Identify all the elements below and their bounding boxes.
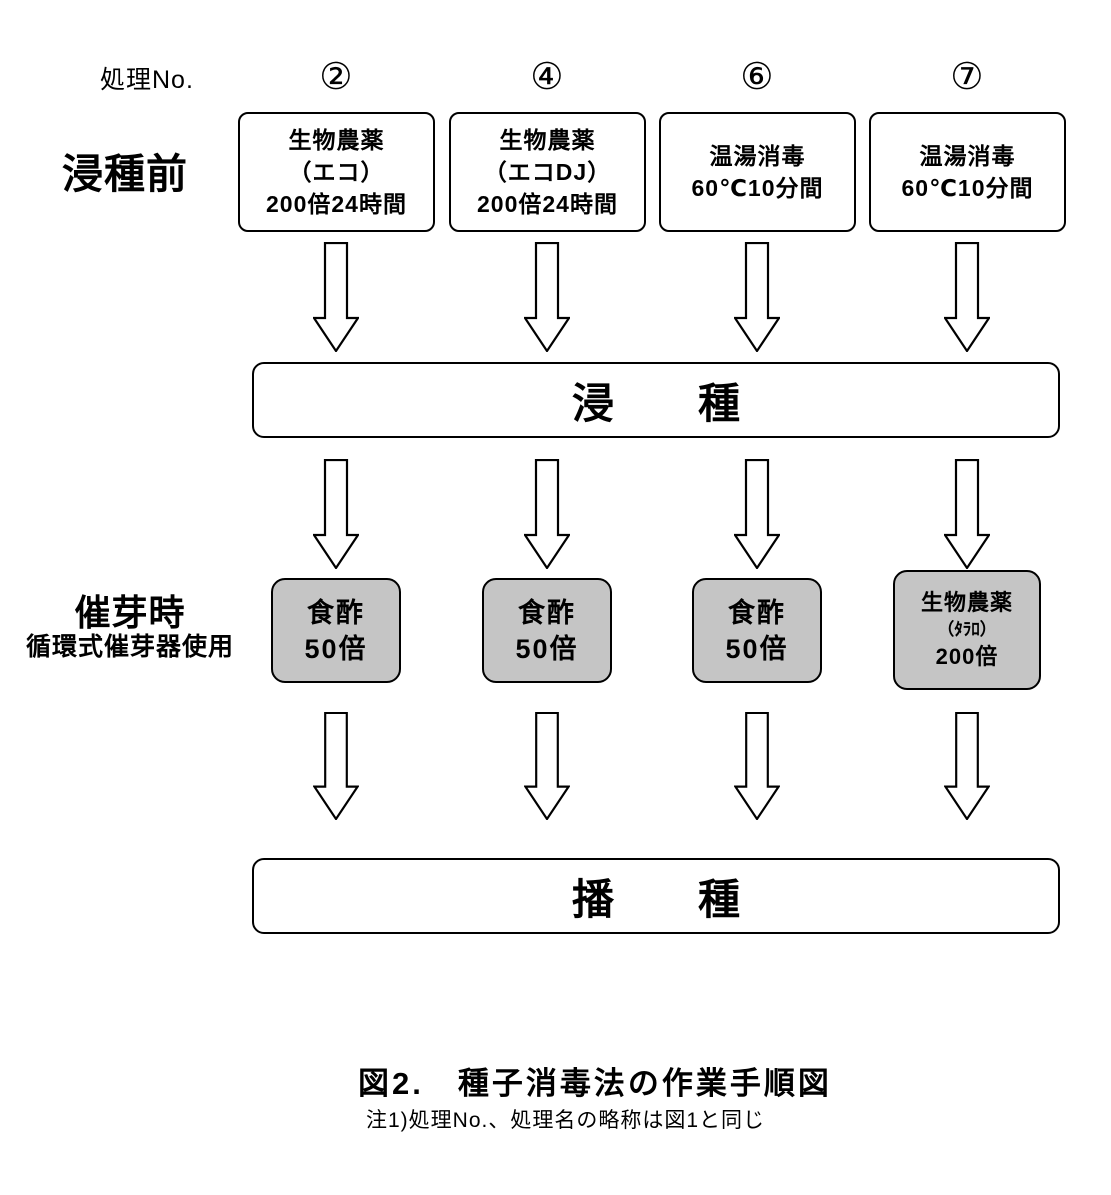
- down-arrow-icon: [734, 459, 780, 569]
- germination-box-2: 食酢 50倍: [482, 578, 612, 683]
- box-line: 温湯消毒: [919, 143, 1016, 169]
- down-arrow-icon: [313, 242, 359, 352]
- box-line: 60℃10分間: [901, 175, 1034, 201]
- down-arrow-icon: [313, 459, 359, 569]
- box-line: 200倍: [935, 644, 999, 669]
- stage-label-at-germination: 催芽時 循環式催芽器使用: [14, 592, 246, 660]
- box-line: 60℃10分間: [691, 175, 824, 201]
- box-line: （ﾀﾗﾛ）: [937, 620, 997, 639]
- figure-caption-title: 図2. 種子消毒法の作業手順図: [358, 1066, 832, 1101]
- box-line: 50倍: [725, 633, 789, 664]
- box-line: 食酢: [307, 597, 365, 628]
- box-line: 50倍: [304, 633, 368, 664]
- stage-label-before-soaking: 浸種前: [62, 151, 188, 197]
- box-line: 生物農薬: [920, 590, 1013, 615]
- treatment-number-2: ②: [319, 56, 353, 97]
- down-arrow-icon: [944, 459, 990, 569]
- box-line: 生物農薬: [288, 127, 385, 153]
- germination-box-4: 生物農薬 （ﾀﾗﾛ） 200倍: [893, 570, 1041, 690]
- treatment-number-4: ④: [530, 56, 564, 97]
- treatment-number-7: ⑦: [950, 56, 984, 97]
- down-arrow-icon: [944, 712, 990, 820]
- box-line: 温湯消毒: [709, 143, 806, 169]
- down-arrow-icon: [313, 712, 359, 820]
- stage-label-note: 循環式催芽器使用: [25, 633, 234, 661]
- down-arrow-icon: [524, 242, 570, 352]
- pre-soak-box-3: 温湯消毒 60℃10分間: [659, 112, 856, 232]
- down-arrow-icon: [524, 712, 570, 820]
- pre-soak-box-2: 生物農薬 （エコDJ） 200倍24時間: [449, 112, 646, 232]
- germination-box-1: 食酢 50倍: [271, 578, 401, 683]
- down-arrow-icon: [734, 242, 780, 352]
- box-line: 食酢: [518, 597, 576, 628]
- box-line: 生物農薬: [499, 127, 596, 153]
- down-arrow-icon: [944, 242, 990, 352]
- sowing-bar: 播 種: [252, 858, 1060, 934]
- down-arrow-icon: [734, 712, 780, 820]
- pre-soak-box-4: 温湯消毒 60℃10分間: [869, 112, 1066, 232]
- figure-caption-note: 注1)処理No.、処理名の略称は図1と同じ: [366, 1109, 766, 1132]
- box-line: （エコDJ）: [483, 159, 612, 185]
- box-line: 食酢: [728, 597, 786, 628]
- germination-box-3: 食酢 50倍: [692, 578, 822, 683]
- soak-bar: 浸 種: [252, 362, 1060, 438]
- treatment-number-6: ⑥: [740, 56, 774, 97]
- box-line: 200倍24時間: [266, 191, 407, 217]
- treatment-no-label: 処理No.: [100, 66, 194, 94]
- pre-soak-box-1: 生物農薬 （エコ） 200倍24時間: [238, 112, 435, 232]
- down-arrow-icon: [524, 459, 570, 569]
- stage-label-title: 催芽時: [74, 592, 186, 633]
- box-line: 50倍: [515, 633, 579, 664]
- box-line: 200倍24時間: [477, 191, 618, 217]
- box-line: （エコ）: [288, 159, 385, 185]
